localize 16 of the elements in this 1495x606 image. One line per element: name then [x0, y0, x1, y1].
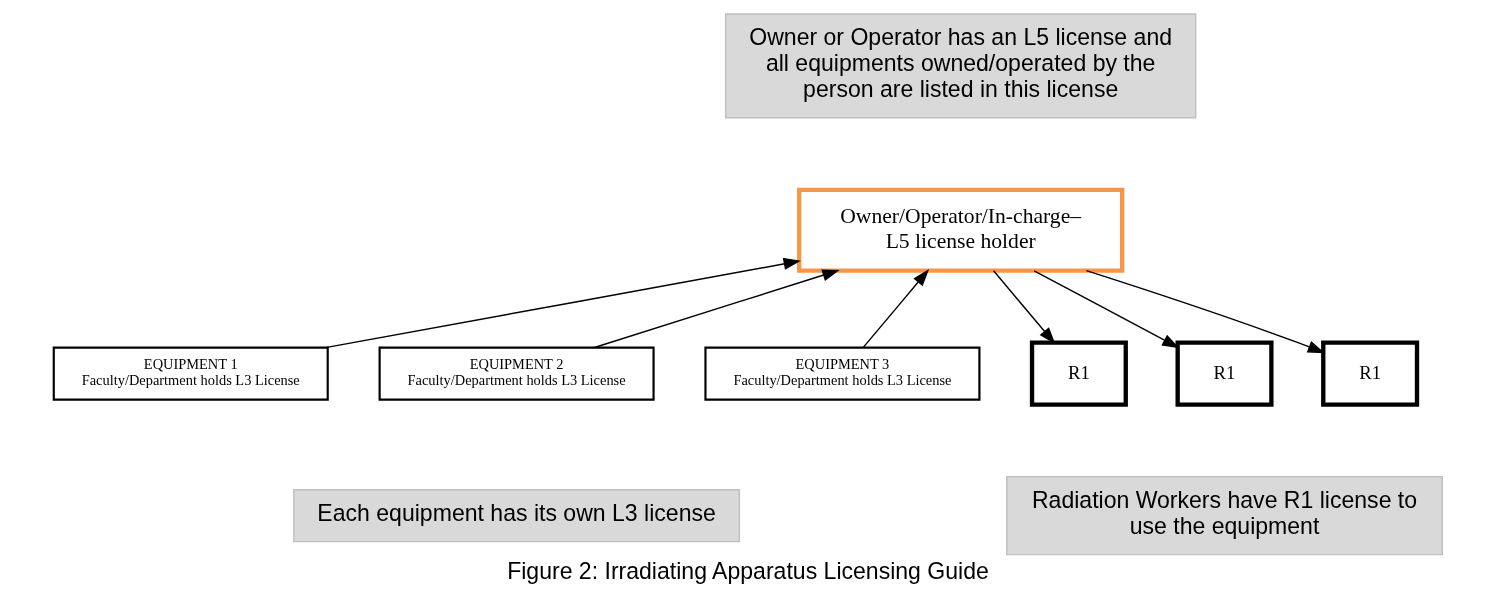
arrow	[862, 269, 929, 349]
arrow	[1085, 269, 1325, 354]
node-box: R1	[1175, 340, 1274, 407]
arrow	[1032, 270, 1179, 349]
node-box: Each equipment has its own L3 license	[292, 489, 740, 543]
node-box: EQUIPMENT 1 Faculty/Department holds L3 License	[52, 346, 329, 401]
node-box: R1	[1320, 340, 1419, 407]
arrow	[324, 257, 801, 349]
arrow	[593, 269, 840, 349]
caption: Figure 2: Irradiating Apparatus Licensing Guide	[506, 557, 989, 584]
node-box: Owner/Operator/In-charge– L5 license holder	[796, 187, 1124, 273]
node-box: Radiation Workers have R1 license to use the equipment	[1005, 476, 1443, 556]
node-box: EQUIPMENT 3 Faculty/Department holds L3 License	[703, 346, 980, 401]
node-box: Owner or Operator has an L5 license and all equipments owned/operated by the person are listed in this license	[724, 13, 1196, 119]
node-box: EQUIPMENT 2 Faculty/Department holds L3 License	[378, 346, 655, 401]
node-box: R1	[1029, 340, 1128, 407]
